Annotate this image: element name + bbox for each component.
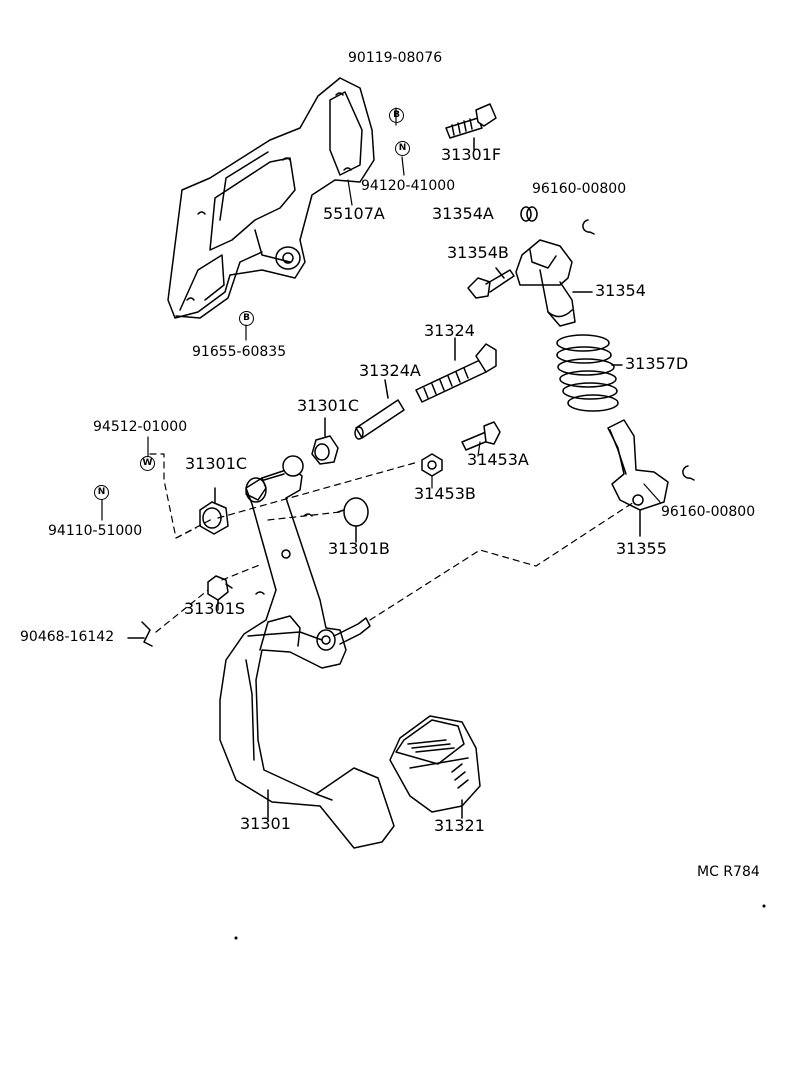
label-96160-00800-top: 96160-00800	[532, 181, 627, 197]
clip-96160-bottom	[682, 465, 695, 481]
label-94120-41000: 94120-41000	[361, 178, 456, 194]
bolt-31453a	[461, 421, 501, 451]
label-96160-00800-bottom: 96160-00800	[661, 504, 756, 520]
collar-31324a	[354, 379, 405, 440]
reference-code: MC R784	[697, 864, 760, 880]
label-94512-01000: 94512-01000	[93, 419, 188, 435]
bushing-31301c-upper	[311, 417, 339, 465]
pedal-pad-31321	[389, 715, 481, 819]
clutch-pedal-arm-31301	[219, 455, 395, 849]
nut-31453b	[421, 453, 443, 477]
label-31301b: 31301B	[328, 539, 390, 558]
bolt-31354b	[467, 267, 515, 299]
label-31324: 31324	[424, 321, 475, 340]
clip-31301s	[207, 575, 233, 605]
label-55107a: 55107A	[323, 204, 385, 223]
label-31357d: 31357D	[625, 354, 689, 373]
label-31354: 31354	[595, 281, 646, 300]
label-31301f: 31301F	[441, 145, 502, 164]
cap-31301b	[337, 497, 369, 543]
label-90119-08076: 90119-08076	[348, 50, 443, 66]
reference-lines	[149, 453, 635, 633]
leader-lines	[101, 107, 661, 611]
n-badge-top: N	[395, 141, 410, 156]
clevis-31355	[607, 419, 669, 537]
label-91655-60835: 91655-60835	[192, 344, 287, 360]
label-31301c-upper: 31301C	[297, 396, 360, 415]
bushing-31301c-lower	[199, 487, 229, 535]
clip-96160-top	[582, 219, 595, 235]
label-94110-51000: 94110-51000	[48, 523, 143, 539]
label-90468-16142: 90468-16142	[20, 629, 115, 645]
label-31354b: 31354B	[447, 243, 509, 262]
w-badge-left: W	[140, 456, 155, 471]
pedal-bracket	[167, 77, 375, 319]
label-31301: 31301	[240, 814, 291, 833]
label-31453a: 31453A	[467, 450, 529, 469]
spring-31357d	[556, 334, 623, 412]
n-badge-left: N	[94, 485, 109, 500]
bolt-31301f	[445, 103, 497, 151]
push-rod-holder-31354	[515, 239, 593, 327]
label-31453b: 31453B	[414, 484, 476, 503]
label-31321: 31321	[434, 816, 485, 835]
nut-31354a	[520, 206, 538, 222]
bolt-31324	[415, 337, 497, 403]
b-badge-bottom: B	[239, 311, 254, 326]
b-badge-top: B	[389, 108, 404, 123]
label-31324a: 31324A	[359, 361, 421, 380]
label-31301s: 31301S	[184, 599, 246, 618]
pin-90468-16142	[127, 621, 153, 647]
label-31301c-lower: 31301C	[185, 454, 248, 473]
label-31355: 31355	[616, 539, 667, 558]
label-31354a: 31354A	[432, 204, 494, 223]
